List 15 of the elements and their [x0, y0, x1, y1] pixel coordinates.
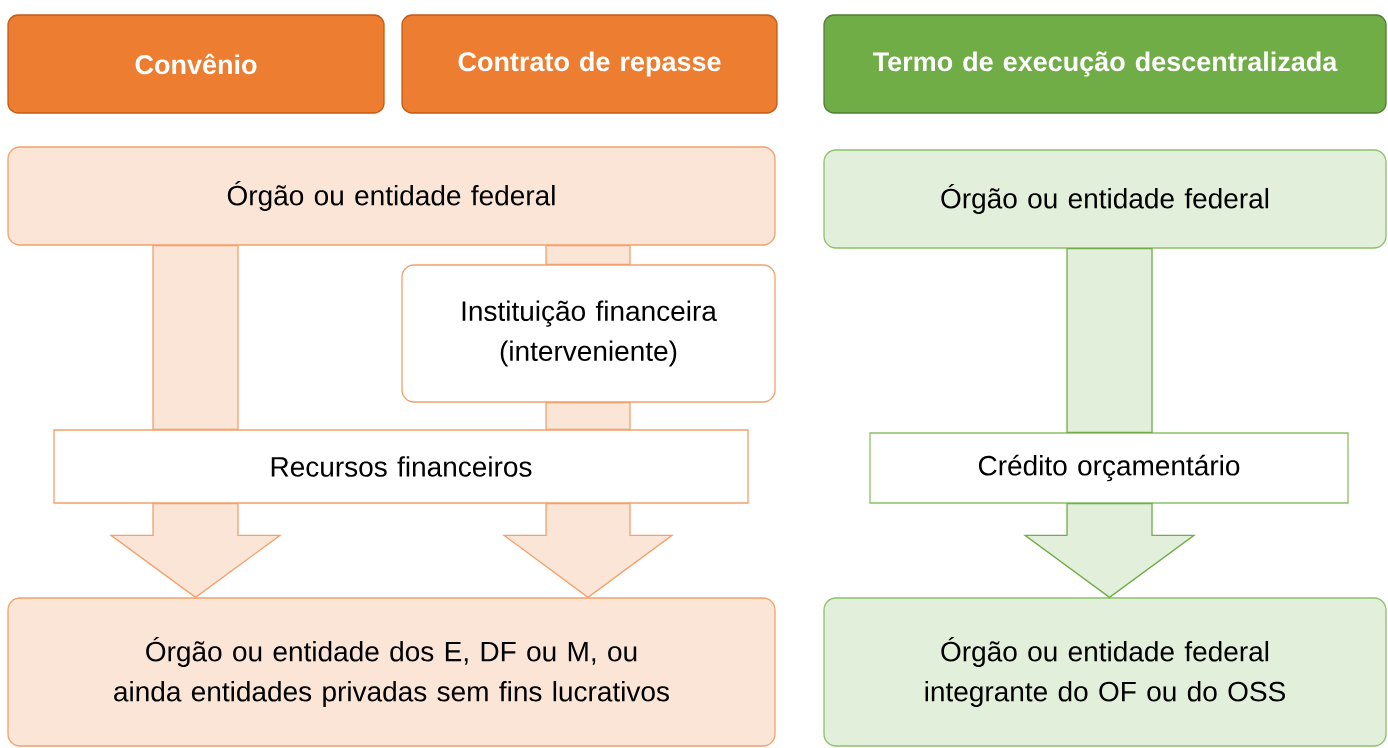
block-arrow	[152, 245, 239, 430]
header-box: Termo de execução descentralizada	[823, 14, 1387, 114]
block-arrow	[109, 503, 282, 599]
process-box: Órgão ou entidade federal integrante do OF ou do OSS	[823, 597, 1387, 747]
block-arrow	[502, 503, 674, 599]
label-box: Crédito orçamentário	[869, 432, 1349, 504]
block-arrow	[545, 402, 631, 430]
block-arrow	[1066, 248, 1153, 433]
process-box: Instituição financeira (interveniente)	[401, 264, 776, 403]
block-arrow	[545, 245, 631, 265]
process-box: Órgão ou entidade dos E, DF ou M, ou ainda entidades privadas sem fins lucrativos	[7, 597, 776, 747]
header-box: Contrato de repasse	[401, 14, 778, 114]
block-arrow	[1023, 503, 1196, 599]
header-box: Convênio	[7, 14, 385, 114]
label-box: Recursos financeiros	[53, 429, 749, 504]
